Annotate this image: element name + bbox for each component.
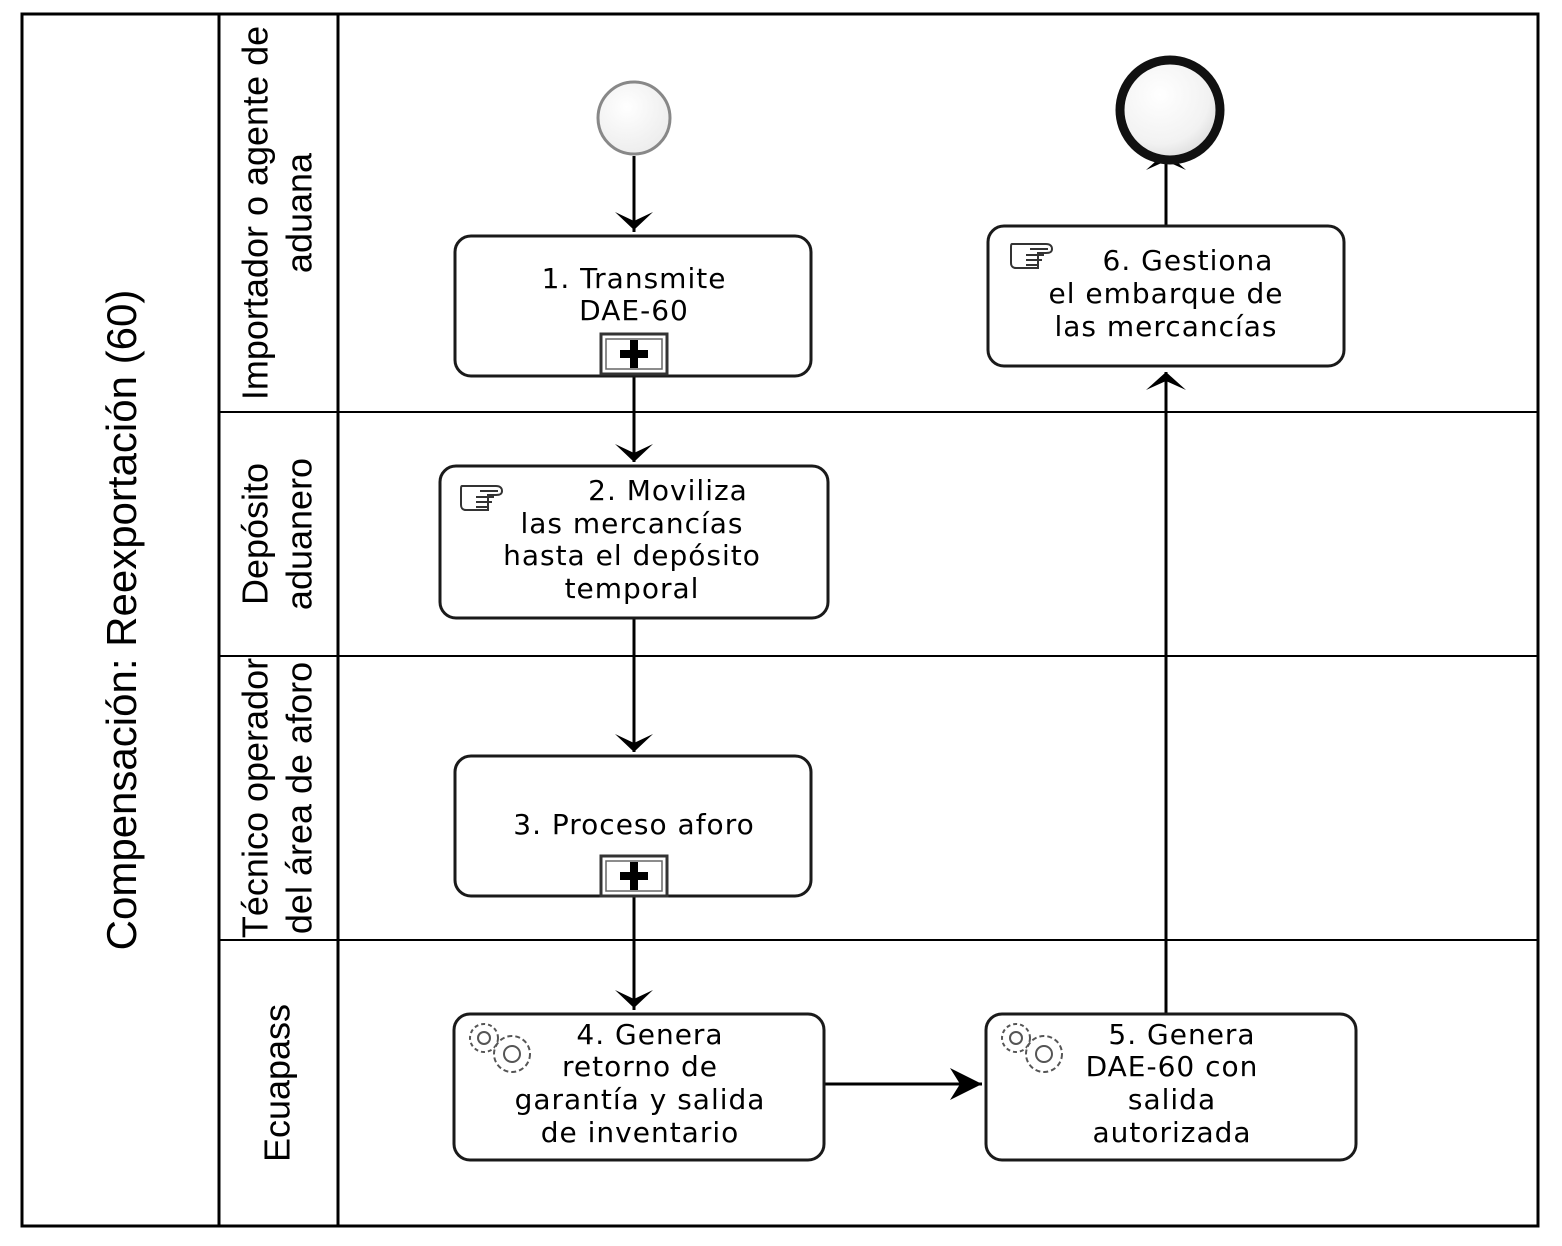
- start-event[interactable]: [596, 80, 672, 156]
- lane-title-tecnico: Técnico operador del área de aforo: [235, 658, 320, 938]
- task-label-line: retorno de: [562, 1050, 718, 1083]
- pool: Compensación: Reexportación (60): [20, 12, 1540, 1228]
- task-label-line: las mercancías: [1054, 310, 1277, 343]
- lane-title-line: Depósito: [235, 463, 276, 605]
- task-label-line: 4. Genera: [576, 1018, 723, 1051]
- task-label-line: autorizada: [1092, 1116, 1251, 1149]
- manual-task-icon: [1010, 243, 1054, 269]
- task-label-line: salida: [1128, 1083, 1216, 1116]
- gear-icon: [469, 1023, 531, 1073]
- arrowheads: [615, 152, 1186, 1100]
- sequence-flows: [632, 152, 1168, 1086]
- arrowhead-right: [950, 1068, 982, 1100]
- lane-title-line: Ecuapass: [257, 1004, 298, 1162]
- lane-title-ecuapass: Ecuapass: [257, 1004, 298, 1162]
- task-3-proceso-aforo[interactable]: 3. Proceso aforo: [453, 754, 813, 898]
- manual-task-icon: [460, 485, 504, 511]
- lane-titles: Importador o agente de aduana Depósito a…: [235, 26, 320, 1162]
- task-label-line: 1. Transmite: [542, 262, 727, 295]
- task-6-gestiona-embarque[interactable]: 6. Gestiona el embarque de las mercancía…: [986, 224, 1346, 368]
- arrowhead-down: [615, 734, 653, 752]
- task-label-line: las mercancías: [520, 507, 743, 540]
- lane-title-line: Importador o agente de: [235, 26, 276, 400]
- lane-title-deposito: Depósito aduanero: [235, 458, 320, 610]
- task-label-line: 6. Gestiona: [1103, 244, 1274, 277]
- pool-border: [20, 12, 1540, 1228]
- plus-marker-icon[interactable]: [599, 332, 669, 376]
- task-label-line: 3. Proceso aforo: [513, 808, 754, 841]
- plus-marker-icon[interactable]: [599, 854, 669, 898]
- task-label-line: DAE-60: [579, 294, 689, 327]
- task-box: [984, 1012, 1358, 1162]
- lane-title-line: aduana: [279, 152, 320, 273]
- task-label-line: el embarque de: [1048, 277, 1283, 310]
- task-box: [453, 234, 813, 378]
- arrowhead-down: [615, 444, 653, 462]
- task-box: [452, 1012, 826, 1162]
- task-label-line: de inventario: [541, 1116, 740, 1149]
- lane-title-importador: Importador o agente de aduana: [235, 26, 320, 400]
- task-2-moviliza[interactable]: 2. Moviliza las mercancías hasta el depó…: [438, 464, 830, 620]
- task-box: [438, 464, 830, 620]
- task-box: [986, 224, 1346, 368]
- arrowhead-down: [615, 990, 653, 1008]
- task-label-line: 2. Moviliza: [588, 474, 748, 507]
- lane-title-line: del área de aforo: [279, 662, 320, 934]
- task-label-line: temporal: [565, 572, 700, 605]
- arrowhead-up: [1146, 372, 1186, 390]
- task-label-line: 5. Genera: [1108, 1018, 1255, 1051]
- task-label-line: hasta el depósito: [503, 539, 761, 572]
- gear-icon: [1001, 1023, 1063, 1073]
- arrowhead-down: [615, 212, 653, 230]
- pool-title: Compensación: Reexportación (60): [98, 290, 145, 951]
- task-1-transmite[interactable]: 1. Transmite DAE-60: [453, 234, 813, 378]
- task-5-genera-dae[interactable]: 5. Genera DAE-60 con salida autorizada: [984, 1012, 1358, 1162]
- end-event[interactable]: [1115, 55, 1225, 165]
- task-label-line: garantía y salida: [515, 1083, 766, 1116]
- lane-title-line: aduanero: [279, 458, 320, 610]
- task-4-genera-retorno[interactable]: 4. Genera retorno de garantía y salida d…: [452, 1012, 826, 1162]
- task-label-line: DAE-60 con: [1086, 1050, 1259, 1083]
- lane-title-line: Técnico operador: [235, 658, 276, 938]
